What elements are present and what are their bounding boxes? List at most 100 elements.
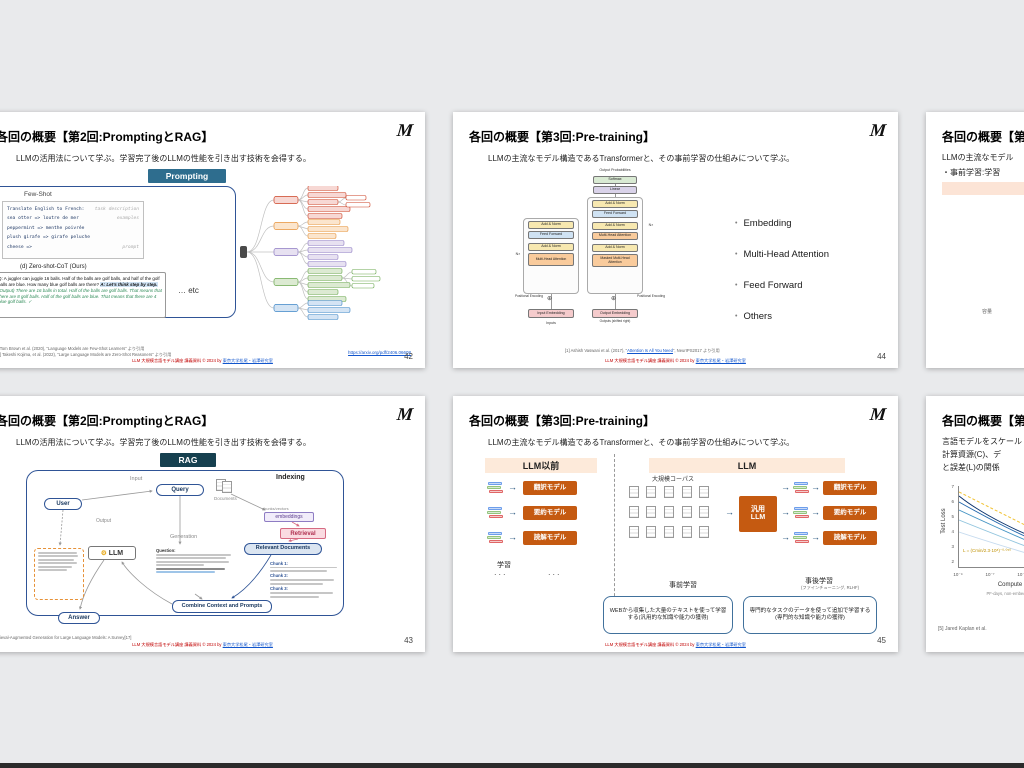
arrow-right-icon: → bbox=[508, 507, 517, 517]
indexing-label: Indexing bbox=[276, 474, 305, 481]
code-note: task description bbox=[94, 207, 139, 212]
bullet-dot: • bbox=[735, 282, 738, 289]
slide-page-44[interactable]: 各回の概要【第3回:Pre-training】 M LLMの主流なモデル構造であ… bbox=[453, 112, 898, 368]
masked-multi-head-attention-box: Masked Multi-Head Attention bbox=[592, 254, 638, 267]
arrow-right-icon: → bbox=[781, 482, 790, 492]
llm-box: ⚙LLM bbox=[88, 546, 136, 560]
book-stack-icon bbox=[793, 532, 809, 544]
zero-shot-cot-example: Q: A juggler can juggle 16 balls. Half o… bbox=[0, 272, 166, 318]
document-icon bbox=[663, 505, 674, 518]
document-icon bbox=[222, 481, 232, 493]
documents-icon bbox=[216, 478, 232, 496]
x-tick: 10⁻⁹ bbox=[953, 572, 963, 577]
rag-flow-arrows bbox=[58, 489, 300, 610]
input-label: Input bbox=[130, 476, 143, 482]
footer-lab-link: 東京大学松尾・岩澤研究室 bbox=[222, 642, 273, 647]
posttraining-sublabel: (ファインチューニング, RLHF) bbox=[801, 585, 859, 590]
y-tick: 3 bbox=[951, 544, 954, 549]
code-note: prompt bbox=[122, 244, 139, 250]
citation-kaplan: [5] Jared Kaplan et al. bbox=[938, 626, 987, 632]
slide-body-line: LLMの主流なモデル bbox=[942, 153, 1014, 162]
code-text: Translate English to French: bbox=[7, 207, 85, 212]
slide-partial-bottom-right[interactable]: 各回の概要【第 言語モデルをスケール 計算資源(C)、デ と誤差(L)の関係 T… bbox=[926, 396, 1024, 652]
loss-curves bbox=[958, 491, 1024, 553]
corpus-grid bbox=[625, 484, 721, 544]
x-axis-sublabel: PF-days, non-embedding bbox=[986, 591, 1024, 596]
bullet-label: Embedding bbox=[743, 218, 792, 229]
document-icon bbox=[646, 485, 657, 498]
text-line bbox=[156, 560, 230, 563]
text-line bbox=[38, 552, 77, 554]
footer-lab-link: 東京大学松尾・岩澤研究室 bbox=[222, 358, 273, 363]
positional-encoding-plus-icon: ⊕ bbox=[547, 296, 553, 302]
y-tick: 4 bbox=[951, 529, 954, 534]
prompting-badge: Prompting bbox=[148, 169, 226, 183]
text-line bbox=[156, 571, 215, 574]
text-line bbox=[156, 564, 205, 567]
text-line bbox=[38, 569, 67, 572]
text-line bbox=[38, 562, 78, 565]
embeddings-box: embeddings bbox=[264, 512, 314, 522]
slide-title: 各回の概要【第 bbox=[942, 130, 1024, 144]
chunks-vectors-label: chunks/vectors bbox=[262, 506, 289, 511]
slide-subtitle: LLMの活用法について学ぶ。学習完了後のLLMの性能を引き出す技術を会得する。 bbox=[16, 438, 311, 447]
document-icon bbox=[681, 485, 692, 498]
outputs-label: Outputs (shifted right) bbox=[599, 319, 631, 323]
citation-text: [1] Ashish Vaswani et al. (2017), “ bbox=[565, 348, 628, 353]
pretraining-label: 事前学習 bbox=[669, 582, 697, 589]
citation-rag-survey: Retrieval-Augmented Generation for Large… bbox=[0, 635, 132, 640]
code-row: Translate English to French: task descrip… bbox=[7, 205, 139, 214]
positional-encoding-label: Positional Encoding bbox=[637, 294, 665, 298]
matsuo-lab-logo: M bbox=[395, 120, 415, 140]
model-box-reading: 読解モデル bbox=[823, 531, 877, 545]
linear-box: Linear bbox=[593, 186, 637, 194]
combine-context-prompts-box: Combine Context and Prompts bbox=[172, 600, 272, 613]
code-text: sea otter => loutre de mer bbox=[7, 216, 79, 222]
arxiv-link[interactable]: https://arxiv.org/pdf/2406.06608 bbox=[348, 350, 411, 355]
arrow-right-icon: → bbox=[781, 507, 790, 517]
document-icon bbox=[646, 505, 657, 518]
text-line bbox=[38, 558, 74, 561]
ellipsis-dots: ・・・ bbox=[493, 572, 507, 577]
slide-page-45[interactable]: 各回の概要【第3回:Pre-training】 M LLMの主流なモデル構造であ… bbox=[453, 396, 898, 652]
arrow-right-icon: → bbox=[781, 532, 790, 542]
etc-label: … etc bbox=[178, 286, 199, 295]
output-embedding-box: Output Embedding bbox=[592, 309, 638, 318]
callout-finetuning: 専門的なタスクのデータを使って追加で学習する(専門的な知識や能力の獲得) bbox=[743, 596, 877, 634]
llm-header: LLM bbox=[649, 458, 845, 473]
highlight-box bbox=[942, 182, 1024, 195]
x-axis-label: Compute bbox=[997, 582, 1023, 588]
cot-trigger-text: A: Let’s think step by step. bbox=[100, 281, 158, 287]
few-shot-label: Few-Shot bbox=[24, 191, 52, 198]
text-line bbox=[156, 567, 225, 570]
ellipsis-dots: ・・・ bbox=[547, 572, 561, 577]
matsuo-lab-logo: M bbox=[868, 120, 888, 140]
paper-link[interactable]: Attention Is All You Need bbox=[627, 348, 673, 353]
diagram-fragment-label: 容量 bbox=[982, 309, 993, 315]
arrow-right-icon: → bbox=[811, 532, 820, 542]
softmax-box: Softmax bbox=[593, 176, 637, 184]
code-text: peppermint => menthe poivrée bbox=[7, 225, 85, 231]
arrow-right-icon: → bbox=[508, 482, 517, 492]
slide-page-43[interactable]: 各回の概要【第2回:PromptingとRAG】 M LLMの活用法について学ぶ… bbox=[0, 396, 425, 652]
document-icon bbox=[681, 525, 692, 538]
footer-text: LLM 大規模言語モデル講座 講義資料 © 2024 by bbox=[132, 642, 223, 647]
page-number: 42 bbox=[404, 352, 413, 361]
document-icon bbox=[699, 525, 710, 538]
code-row: cheese =>prompt bbox=[7, 243, 139, 252]
connector-line bbox=[614, 184, 616, 186]
bullet-dot: • bbox=[735, 251, 738, 258]
slide-title: 各回の概要【第3回:Pre-training】 bbox=[469, 414, 656, 428]
scaling-law-chart: Test Loss 7 6 5 4 3 2 L = (Cmin/2.3·10⁸)… bbox=[936, 482, 1024, 612]
code-row: peppermint => menthe poivrée bbox=[7, 224, 139, 233]
few-shot-code-example: Translate English to French: task descrip… bbox=[2, 201, 144, 259]
question-text: Q: A juggler can juggle 16 balls. Half o… bbox=[0, 276, 160, 287]
output-probabilities-label: Output Probabilities bbox=[599, 168, 631, 172]
citation-kojima: [10] Takeshi Kojima, et al. (2022), “Lar… bbox=[0, 351, 172, 357]
course-footer: LLM 大規模言語モデル講座 講義資料 © 2024 by 東京大学松尾・岩澤研… bbox=[453, 642, 898, 648]
slide-partial-top-right[interactable]: 各回の概要【第 LLMの主流なモデル ・事前学習:学習 容量 bbox=[926, 112, 1024, 368]
book-stack-icon bbox=[487, 532, 503, 544]
add-norm-box: Add & Norm bbox=[592, 244, 638, 252]
slide-page-42[interactable]: 各回の概要【第2回:PromptingとRAG】 M LLMの活用法について学ぶ… bbox=[0, 112, 425, 368]
add-norm-box: Add & Norm bbox=[528, 221, 574, 229]
